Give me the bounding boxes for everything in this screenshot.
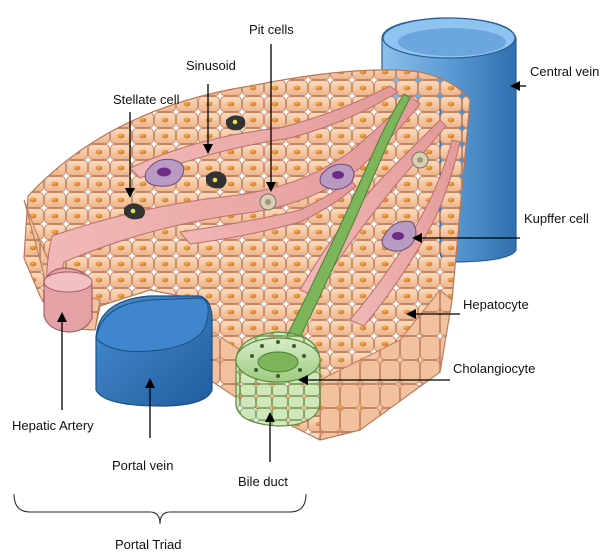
stellate-cell-2 [206,171,227,188]
pit-cell-2 [412,152,428,168]
stellate-cell-3 [226,115,245,130]
label-portal-triad: Portal Triad [115,537,181,552]
pit-cell-1 [260,194,276,210]
label-portal-vein: Portal vein [112,458,173,473]
label-hepatic-artery: Hepatic Artery [12,418,94,433]
label-sinusoid: Sinusoid [186,58,236,73]
portal-vein-shape [96,296,212,406]
label-cholangiocyte: Cholangiocyte [453,361,535,376]
label-hepatocyte: Hepatocyte [463,297,529,312]
label-central-vein: Central vein [530,64,599,79]
label-kupffer-cell: Kupffer cell [524,211,589,226]
label-stellate-cell: Stellate cell [113,92,180,107]
portal-triad-bracket [14,494,306,524]
hepatic-artery-shape [44,268,92,332]
label-bile-duct: Bile duct [238,474,288,489]
label-pit-cells: Pit cells [249,22,294,37]
